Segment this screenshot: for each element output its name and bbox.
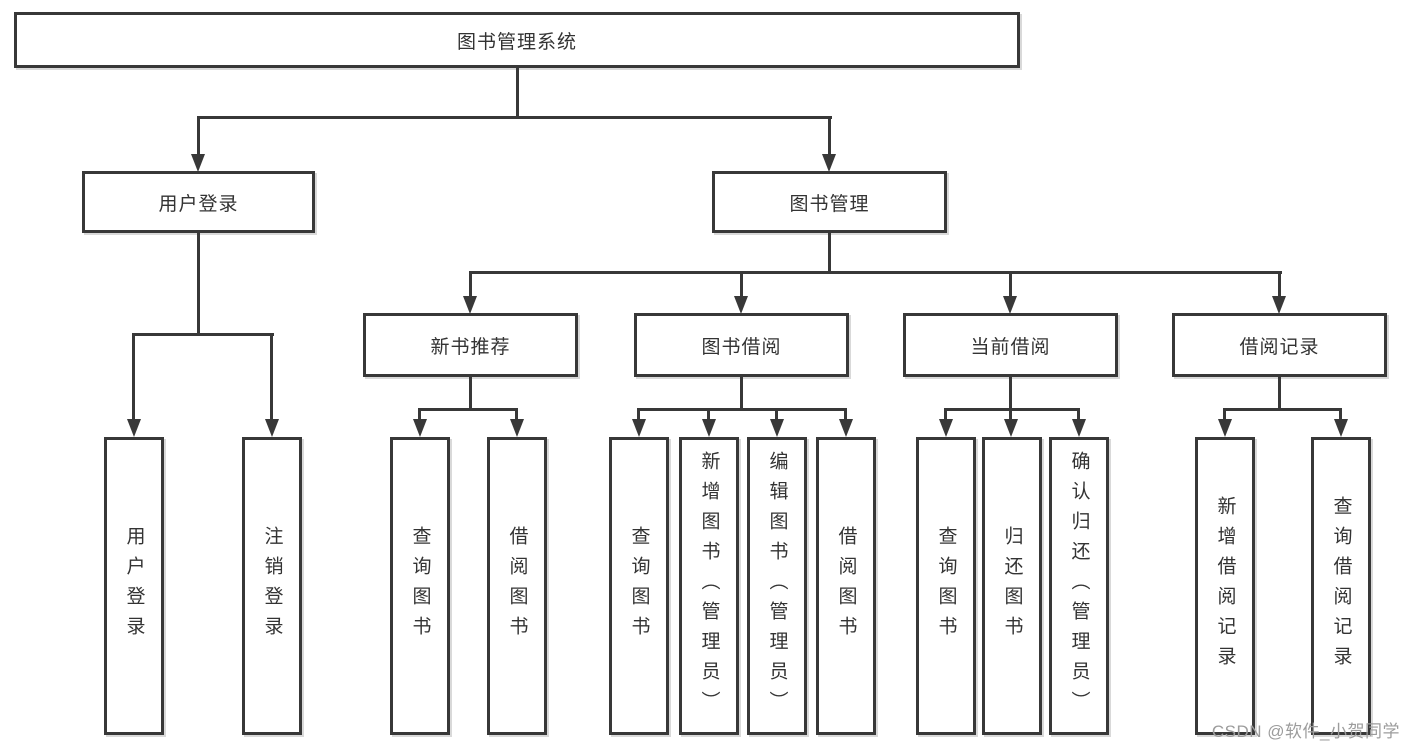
edge-line	[132, 333, 135, 420]
edge-line	[516, 68, 519, 118]
edge-line	[270, 333, 273, 420]
edge-line	[740, 271, 743, 297]
arrowhead-down-icon	[770, 419, 784, 437]
arrowhead-down-icon	[939, 419, 953, 437]
leaf-borrow-books-borrowing: 借阅图书	[816, 437, 876, 735]
edge-line	[197, 116, 832, 119]
edge-line	[469, 377, 472, 410]
edge-line	[1223, 408, 1342, 411]
edge-line	[1339, 408, 1342, 421]
node-borrowing-records: 借阅记录	[1172, 313, 1387, 377]
leaf-user-login: 用户登录	[104, 437, 164, 735]
node-user-login: 用户登录	[82, 171, 315, 233]
edge-line	[707, 408, 710, 421]
edge-line	[828, 116, 831, 155]
arrowhead-down-icon	[1003, 296, 1017, 314]
edge-line	[418, 408, 421, 421]
edge-line	[828, 233, 831, 274]
arrowhead-down-icon	[510, 419, 524, 437]
edge-line	[1009, 271, 1012, 297]
arrowhead-down-icon	[702, 419, 716, 437]
edge-line	[1009, 408, 1012, 421]
edge-line	[637, 408, 847, 411]
edge-line	[469, 271, 472, 297]
arrowhead-down-icon	[1334, 419, 1348, 437]
edge-line	[1278, 271, 1281, 297]
leaf-query-books-borrowing: 查询图书	[609, 437, 669, 735]
arrowhead-down-icon	[191, 154, 205, 172]
edge-line	[1077, 408, 1080, 421]
edge-line	[944, 408, 947, 421]
edge-line	[197, 233, 200, 335]
leaf-confirm-return-admin: 确认归还（管理员）	[1049, 437, 1109, 735]
leaf-query-books-recommend: 查询图书	[390, 437, 450, 735]
arrowhead-down-icon	[1218, 419, 1232, 437]
arrowhead-down-icon	[822, 154, 836, 172]
edge-line	[1278, 377, 1281, 410]
edge-line	[469, 271, 1282, 274]
leaf-return-books: 归还图书	[982, 437, 1042, 735]
arrowhead-down-icon	[1072, 419, 1086, 437]
arrowhead-down-icon	[463, 296, 477, 314]
leaf-add-book-admin: 新增图书（管理员）	[679, 437, 739, 735]
edge-line	[740, 377, 743, 410]
node-library-management-system: 图书管理系统	[14, 12, 1020, 68]
arrowhead-down-icon	[632, 419, 646, 437]
arrowhead-down-icon	[413, 419, 427, 437]
arrowhead-down-icon	[839, 419, 853, 437]
leaf-query-books-current: 查询图书	[916, 437, 976, 735]
arrowhead-down-icon	[1272, 296, 1286, 314]
node-new-book-recommendation: 新书推荐	[363, 313, 578, 377]
arrowhead-down-icon	[1004, 419, 1018, 437]
node-book-management: 图书管理	[712, 171, 947, 233]
leaf-edit-book-admin: 编辑图书（管理员）	[747, 437, 807, 735]
edge-line	[418, 408, 518, 411]
node-current-borrowing: 当前借阅	[903, 313, 1118, 377]
edge-line	[132, 333, 274, 336]
arrowhead-down-icon	[734, 296, 748, 314]
edge-line	[844, 408, 847, 421]
edge-line	[515, 408, 518, 421]
leaf-query-borrow-record: 查询借阅记录	[1311, 437, 1371, 735]
leaf-add-borrow-record: 新增借阅记录	[1195, 437, 1255, 735]
arrowhead-down-icon	[265, 419, 279, 437]
arrowhead-down-icon	[127, 419, 141, 437]
csdn-watermark: CSDN @软件_小贺同学	[1211, 722, 1400, 741]
edge-line	[1009, 377, 1012, 410]
leaf-borrow-books-recommend: 借阅图书	[487, 437, 547, 735]
edge-line	[197, 116, 200, 155]
leaf-logout: 注销登录	[242, 437, 302, 735]
edge-line	[637, 408, 640, 421]
edge-line	[1223, 408, 1226, 421]
edge-line	[775, 408, 778, 421]
node-book-borrowing: 图书借阅	[634, 313, 849, 377]
